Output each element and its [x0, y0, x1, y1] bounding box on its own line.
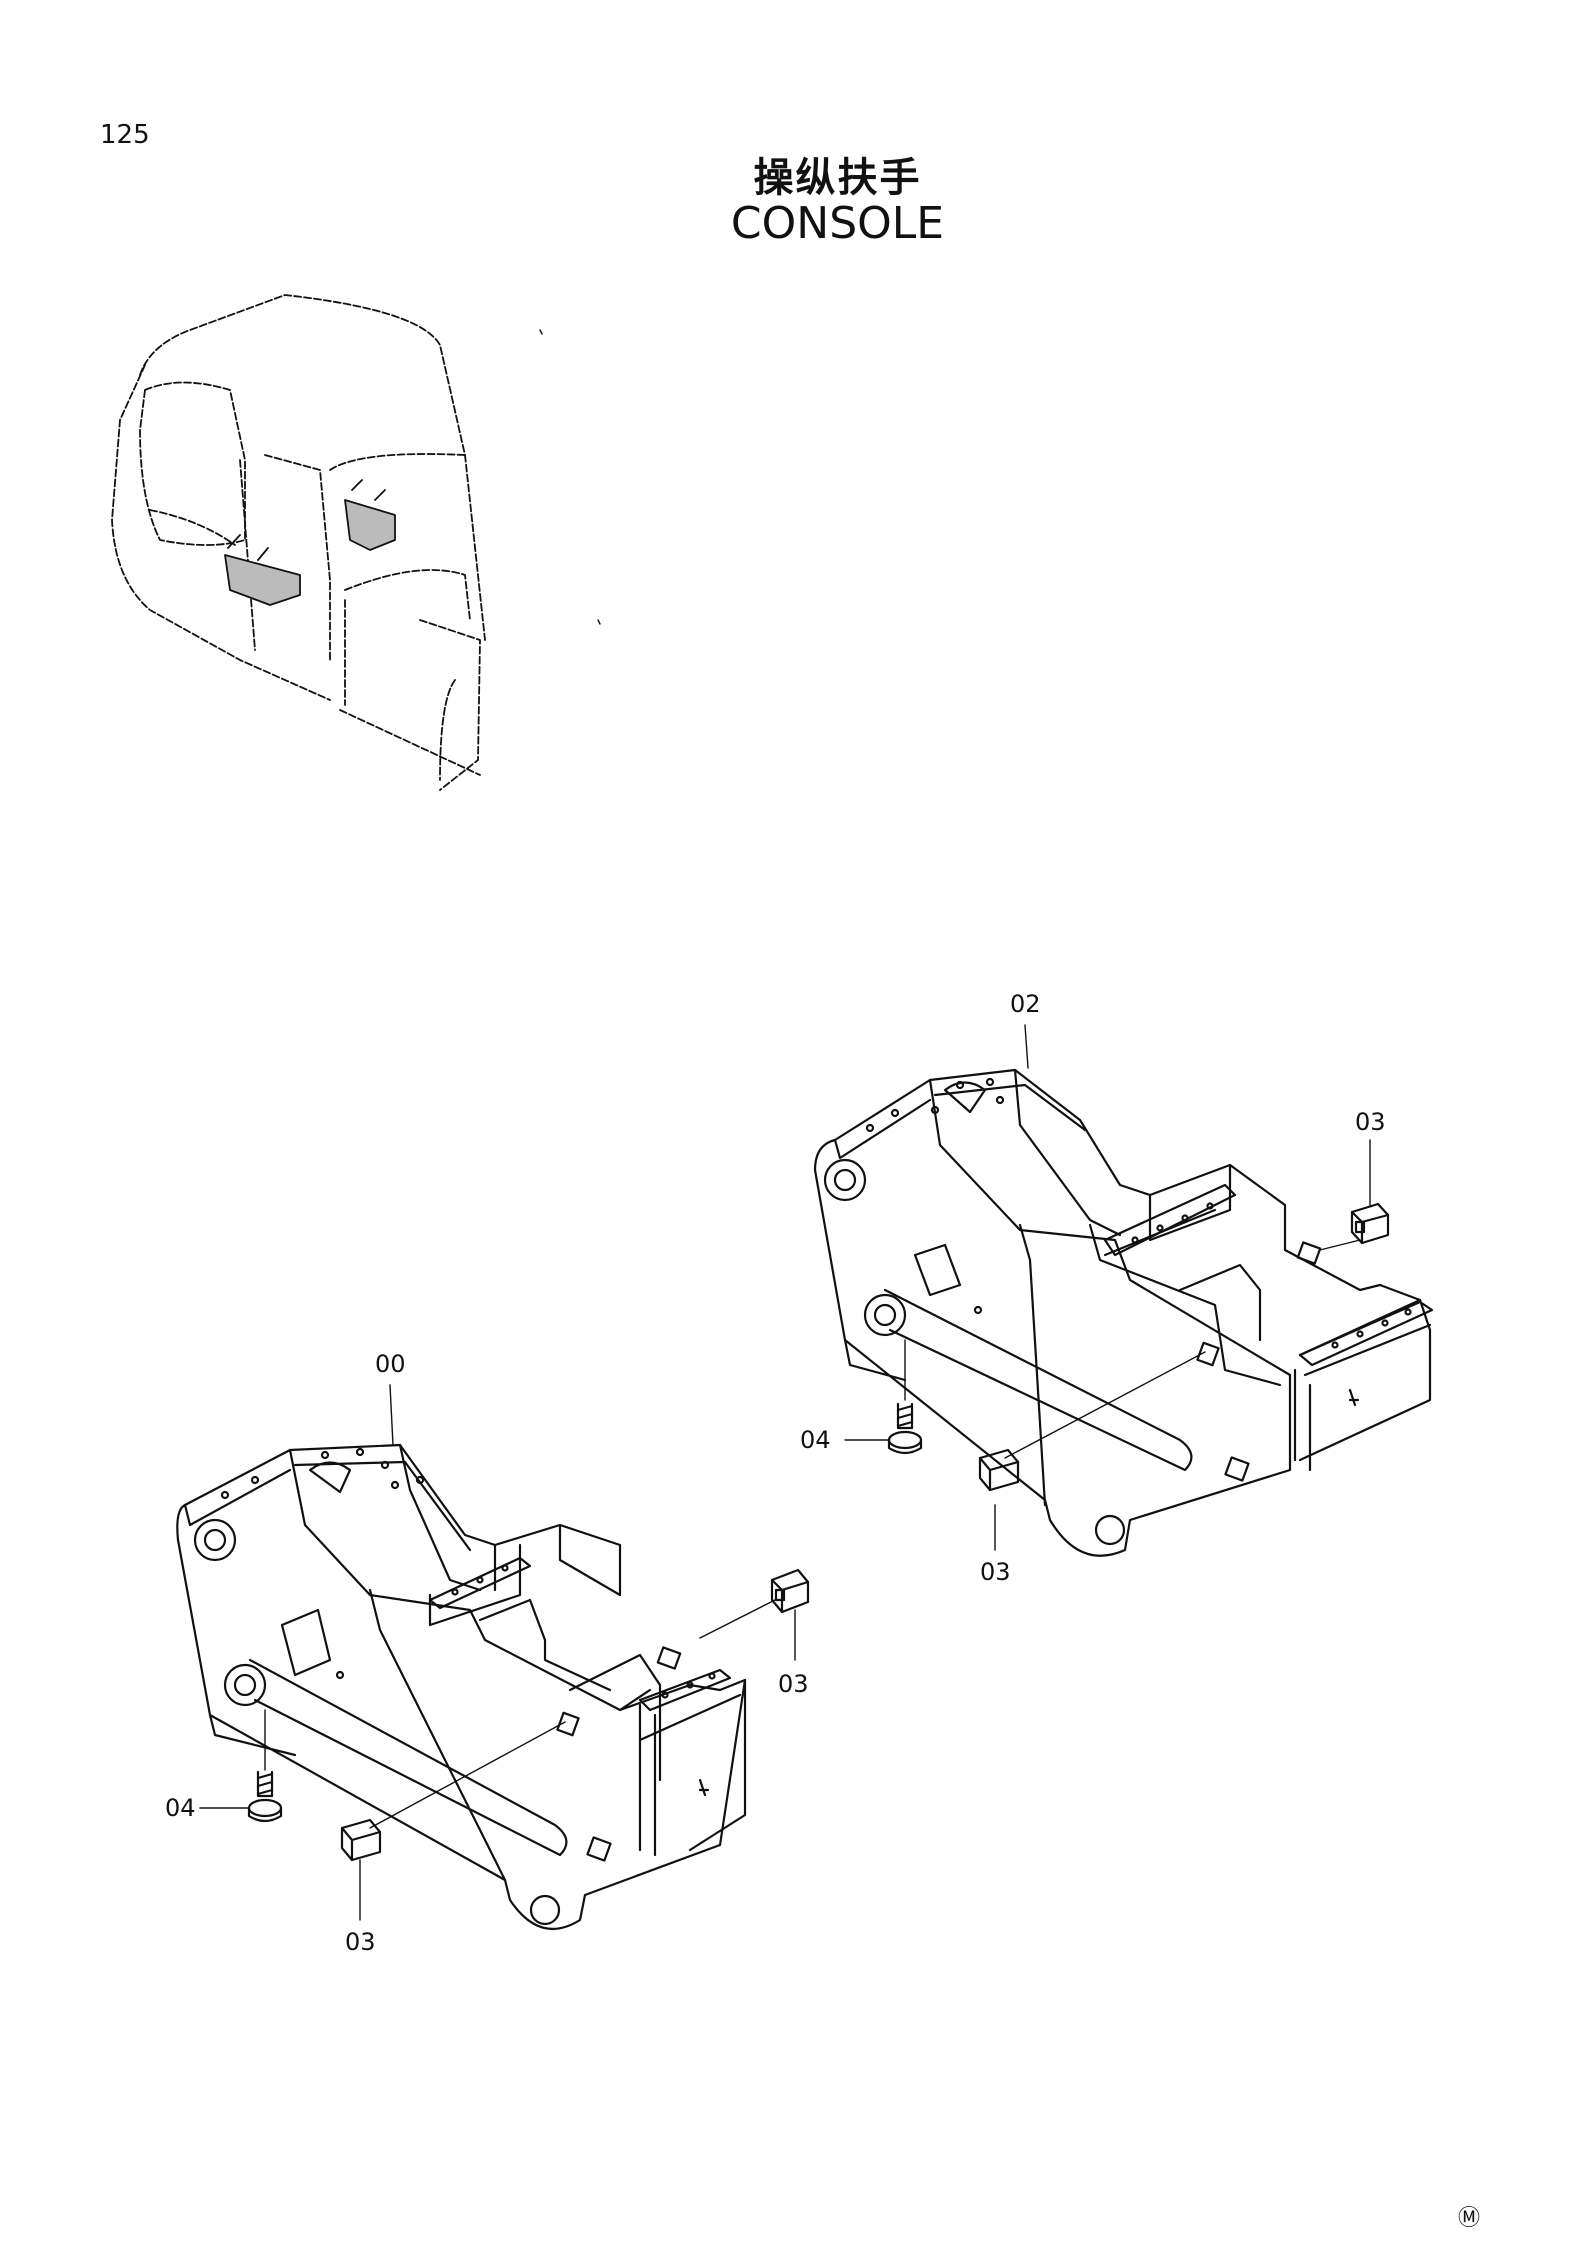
cab-edge-mark	[539, 329, 601, 625]
callout-00: 00	[375, 1350, 406, 1378]
console-left-assembly	[176, 1443, 747, 1930]
right-leader-lines	[844, 1024, 1371, 1551]
clip-03-left-lower	[340, 1818, 382, 1862]
callout-03-left-right: 03	[778, 1670, 809, 1698]
bolt-04-left	[247, 1770, 283, 1823]
cab-overview-illustration	[111, 294, 486, 791]
console-right-assembly	[813, 1068, 1434, 1557]
clip-03-top-right	[1350, 1202, 1390, 1245]
page-number: 125	[100, 120, 150, 150]
title-english: CONSOLE	[730, 198, 945, 249]
callout-03-right-bottom: 03	[980, 1558, 1011, 1586]
title-chinese: 操纵扶手	[753, 155, 922, 201]
callout-04-left: 04	[165, 1794, 196, 1822]
clip-03-left-right	[770, 1568, 810, 1614]
callout-04-right: 04	[800, 1426, 831, 1454]
manufacturer-mark: Ⓜ	[1457, 2206, 1480, 2231]
bolt-04-right	[887, 1402, 923, 1455]
callout-03-left-bottom: 03	[345, 1928, 376, 1956]
callout-03-top-right: 03	[1355, 1108, 1386, 1136]
left-leader-lines	[199, 1384, 796, 1921]
cab-console-highlight	[224, 479, 396, 606]
clip-03-right-lower	[978, 1448, 1020, 1492]
callout-02: 02	[1010, 990, 1041, 1018]
